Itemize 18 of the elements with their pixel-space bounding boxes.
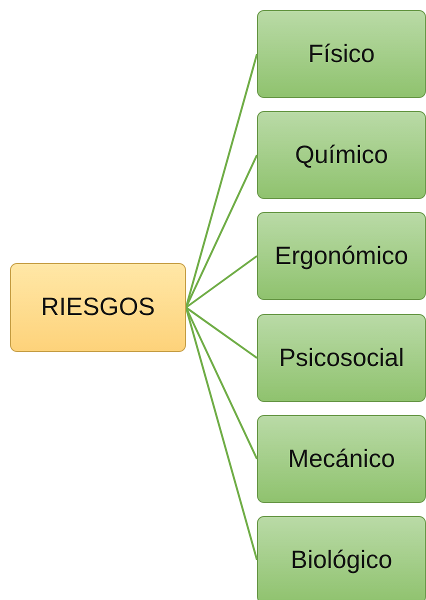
node-label: Físico xyxy=(308,40,375,68)
node-label: Biológico xyxy=(290,546,392,574)
category-box xyxy=(257,314,426,402)
category-box xyxy=(257,111,426,199)
connector-line xyxy=(185,306,258,359)
root-topic-box xyxy=(10,263,186,352)
category-box xyxy=(257,516,426,600)
connector-line xyxy=(185,154,258,308)
category-box xyxy=(257,415,426,503)
category-box xyxy=(257,10,426,98)
category-box xyxy=(257,212,426,300)
node-label: Psicosocial xyxy=(278,344,404,372)
connector-line xyxy=(185,255,258,308)
node-label: Ergonómico xyxy=(274,242,408,270)
node-label: Químico xyxy=(294,140,388,170)
node-label: RIESGOS xyxy=(41,293,155,322)
node-label: Mecánico xyxy=(288,444,395,474)
connector-line xyxy=(185,307,258,460)
